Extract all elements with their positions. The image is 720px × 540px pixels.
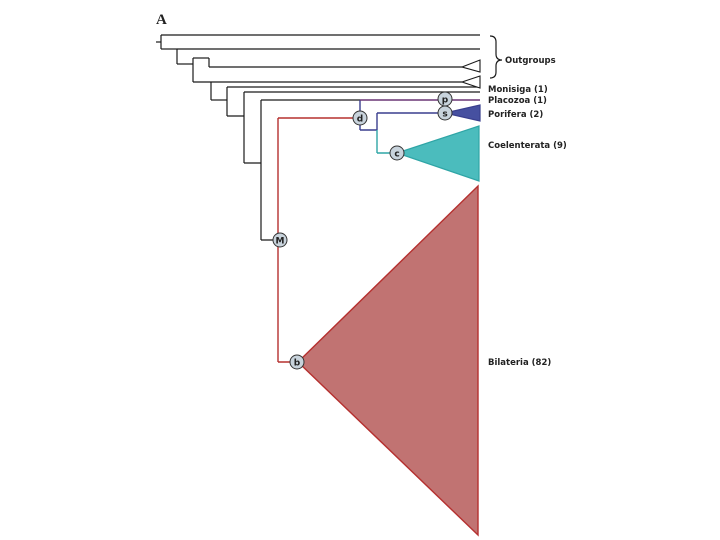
outgroup-branches xyxy=(156,34,480,241)
node-d-label: d xyxy=(357,115,363,125)
node-c: c xyxy=(389,145,405,161)
node-s: s xyxy=(437,105,453,121)
outgroup-collapsed-clade xyxy=(460,59,481,73)
placozoa-label: Placozoa (1) xyxy=(488,96,547,106)
coelenterata-clade xyxy=(395,125,480,182)
node-b-label: b xyxy=(294,359,301,369)
node-s-label: s xyxy=(442,110,447,120)
node-p: p xyxy=(437,91,453,107)
outgroup-collapsed-clade xyxy=(460,75,481,89)
coelenterata-label: Coelenterata (9) xyxy=(488,141,567,151)
outgroups-label: Outgroups xyxy=(505,56,556,66)
monosiga-label: Monisiga (1) xyxy=(488,85,548,95)
outgroups-brace xyxy=(489,35,503,79)
node-m-label: M xyxy=(276,237,285,247)
panel-label: A xyxy=(156,12,167,28)
node-p-label: p xyxy=(442,96,449,106)
bilateria-clade xyxy=(296,184,479,537)
node-b: b xyxy=(289,354,305,370)
node-m: M xyxy=(272,232,288,248)
node-c-label: c xyxy=(394,150,399,160)
porifera-label: Porifera (2) xyxy=(488,110,543,120)
node-d: d xyxy=(352,110,368,126)
bilateria-label: Bilateria (82) xyxy=(488,358,551,368)
porifera-clade xyxy=(444,104,481,122)
